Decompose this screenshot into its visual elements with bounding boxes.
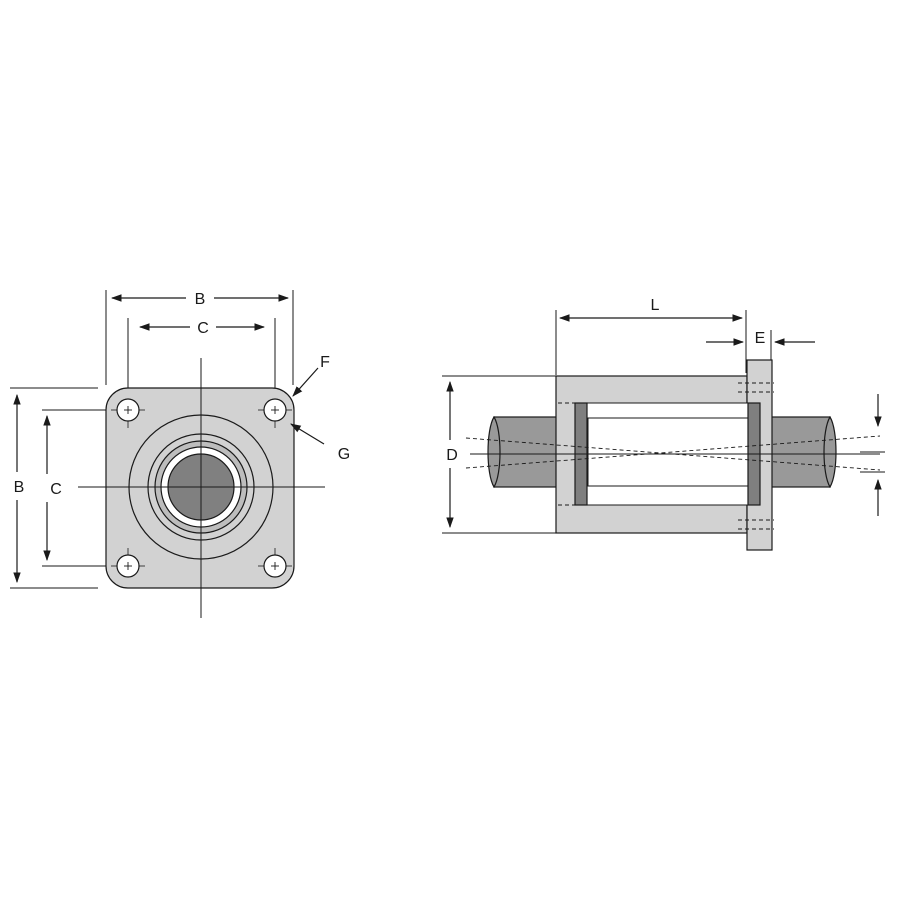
bearing-sleeve [587, 417, 749, 487]
label-d: D [446, 447, 458, 464]
shaft-right-end [823, 415, 837, 489]
label-f: F [320, 354, 330, 371]
front-center-lines [78, 358, 325, 618]
bolt-holes [111, 398, 292, 578]
label-c-top: C [197, 320, 209, 337]
label-l: L [651, 297, 660, 314]
front-view [10, 290, 325, 618]
hidden-lines [465, 382, 881, 530]
label-g: G [338, 446, 350, 463]
label-c-left: C [50, 481, 62, 498]
label-e: E [755, 330, 766, 347]
side-extension-lines [442, 310, 885, 534]
shaft-left-end [487, 415, 501, 489]
label-b-top: B [195, 291, 206, 308]
side-view [442, 310, 885, 551]
leader-g [290, 423, 325, 445]
front-extension-lines [10, 290, 294, 589]
leader-f [292, 367, 319, 397]
label-b-left: B [14, 479, 25, 496]
